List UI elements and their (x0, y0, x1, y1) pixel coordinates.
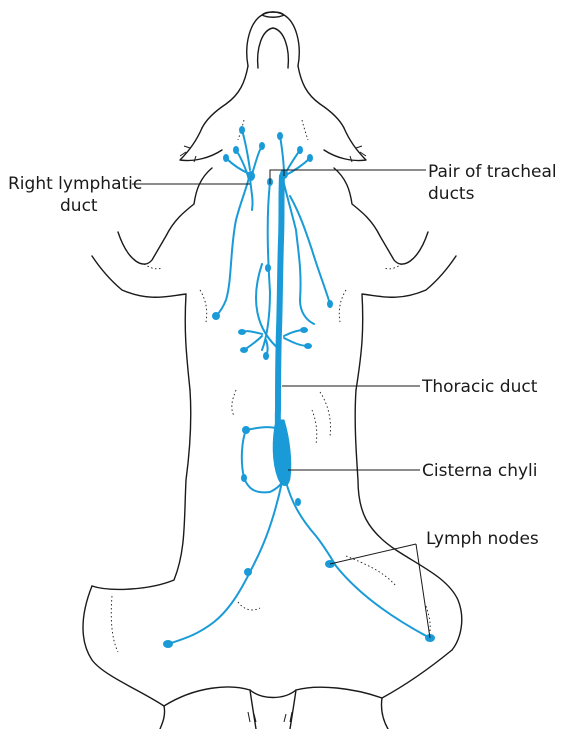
left-ear (180, 128, 222, 161)
lymph-node (244, 568, 252, 576)
pelvis-outline (164, 687, 382, 706)
leader-tracheal (270, 170, 426, 184)
label-right-lymphatic-line1: Right lymphatic (8, 173, 142, 195)
left-torso-outline (92, 390, 191, 589)
lymphatic-vessels (168, 130, 430, 644)
head-left-outline (202, 66, 248, 128)
lymph-node (295, 498, 301, 506)
right-hindlimb-vessel (286, 482, 430, 638)
head-right-outline (298, 66, 344, 128)
label-thoracic-duct: Thoracic duct (422, 376, 537, 398)
lymph-node (223, 154, 229, 162)
label-cisterna-chyli: Cisterna chyli (422, 460, 538, 482)
right-ear (324, 128, 366, 161)
label-lymph-nodes: Lymph nodes (426, 528, 539, 550)
lymph-node (163, 640, 173, 648)
body-outline (83, 12, 462, 729)
cisterna-chyli-shape (273, 420, 291, 486)
right-tracheal-duct (282, 176, 314, 324)
label-tracheal-ducts: Pair of tracheal ducts (428, 161, 557, 205)
lymph-node (277, 132, 283, 140)
label-right-lymphatic-duct: Right lymphatic duct (8, 173, 142, 217)
right-foreleg (356, 256, 456, 390)
lymph-node (241, 474, 247, 482)
leader-nodes-2 (416, 544, 430, 638)
lymph-node (240, 347, 248, 353)
lymph-node (239, 126, 245, 134)
lymph-node (263, 352, 269, 360)
jaw-line (258, 28, 289, 68)
nose-tip (262, 12, 284, 17)
lymph-node (247, 171, 255, 181)
lymph-nodes-group (163, 126, 435, 648)
lymph-node (300, 327, 308, 333)
right-hindleg (381, 650, 452, 729)
lymph-node (327, 300, 333, 308)
right-torso-outline (355, 390, 462, 650)
lymph-node (297, 146, 303, 154)
right-lymphatic-branch (216, 174, 250, 316)
label-tracheal-line2: ducts (428, 183, 557, 205)
label-tracheal-line1: Pair of tracheal (428, 161, 557, 183)
lymph-node (259, 142, 265, 150)
lymph-node (238, 329, 246, 335)
left-hindleg (83, 586, 165, 729)
lymph-node (233, 146, 239, 154)
lymph-node (212, 312, 220, 320)
neck-right-outline (334, 168, 428, 264)
lymph-node (265, 264, 271, 272)
lymph-node (242, 426, 250, 434)
paw-marks (180, 146, 366, 722)
tail (250, 690, 296, 729)
label-right-lymphatic-line2: duct (8, 195, 142, 217)
snout-outline (247, 12, 299, 66)
lymph-node (307, 154, 313, 162)
lymph-node (304, 343, 312, 349)
left-foreleg (92, 256, 190, 390)
